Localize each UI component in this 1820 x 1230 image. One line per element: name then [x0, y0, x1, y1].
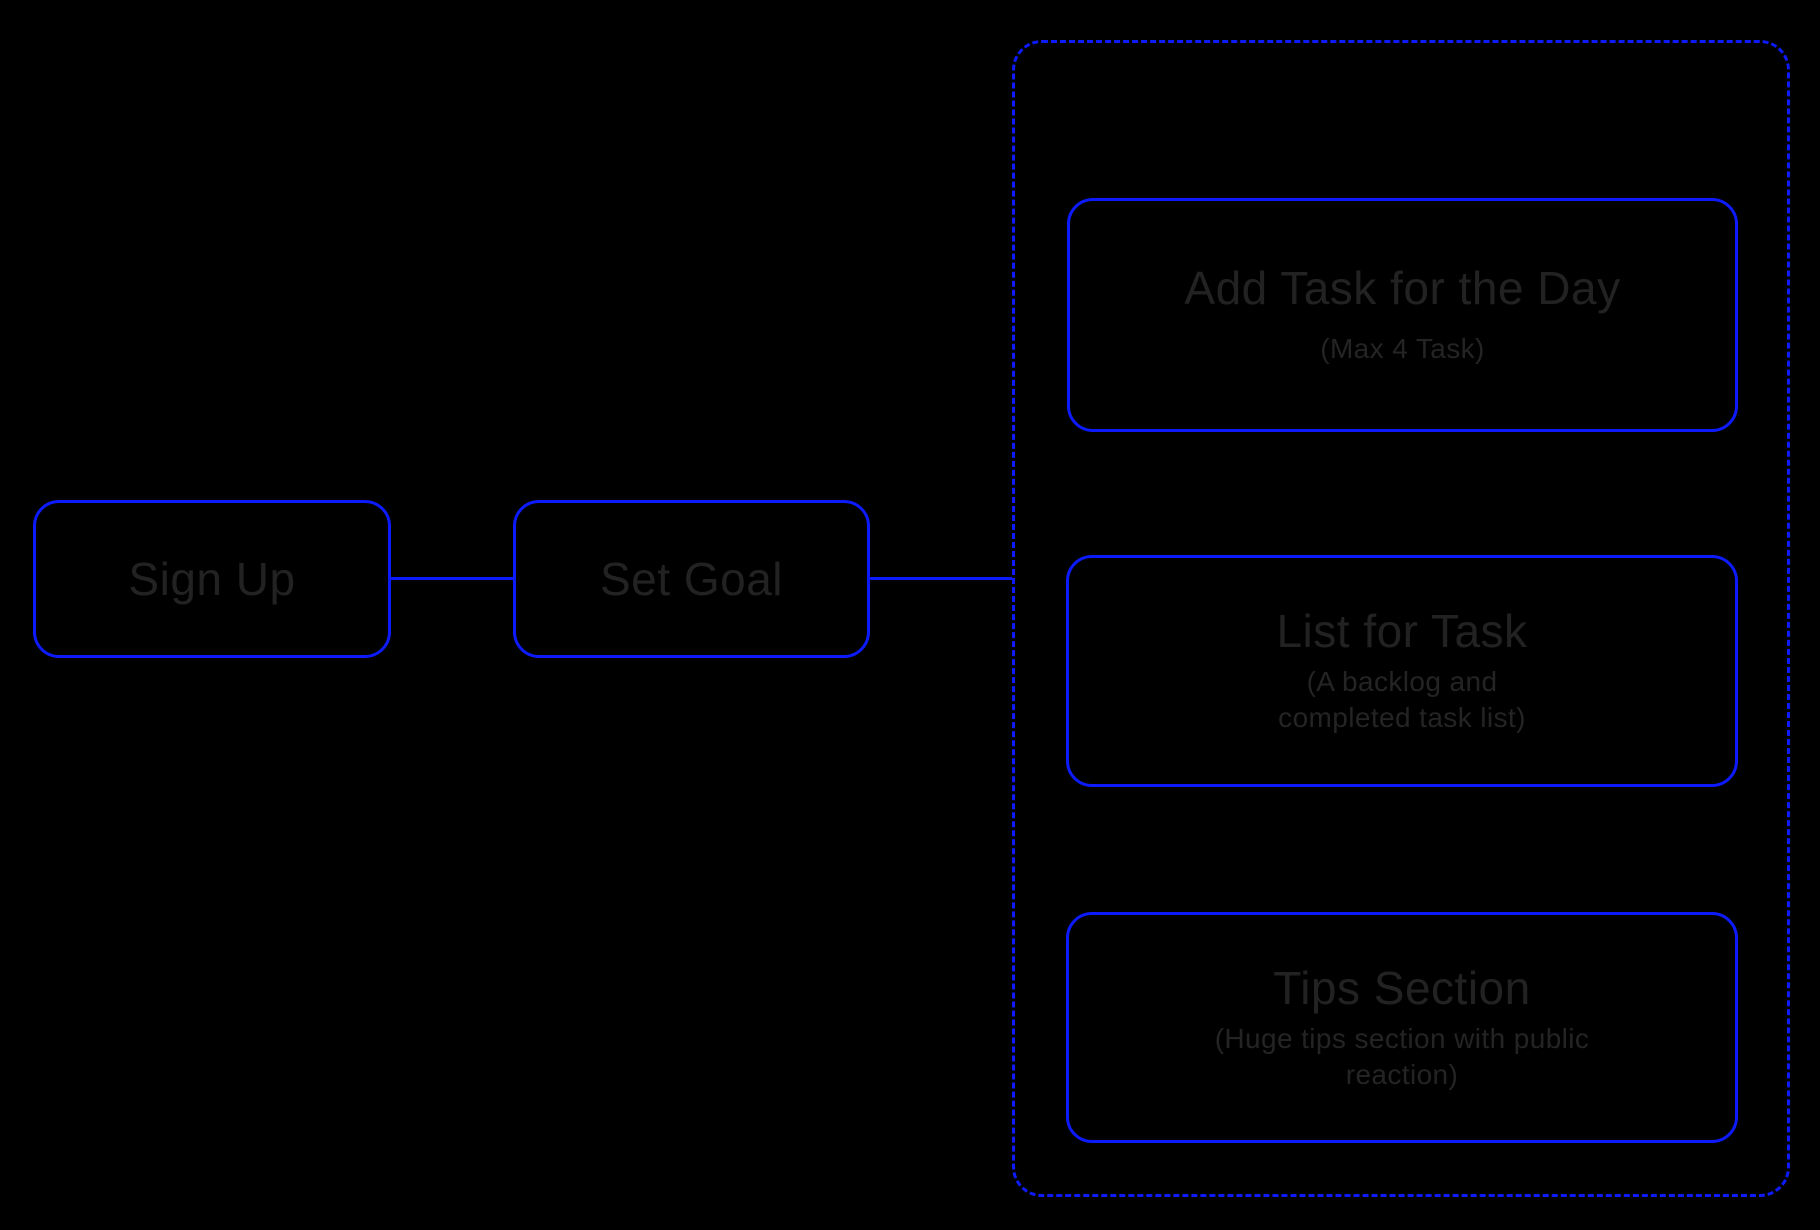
node-list-for-task-title: List for Task: [1276, 605, 1528, 658]
node-add-task-subtitle: (Max 4 Task): [1320, 333, 1485, 365]
connector-signup-to-setgoal: [391, 577, 513, 580]
node-list-for-task[interactable]: List for Task (A backlog and completed t…: [1066, 555, 1738, 787]
node-set-goal-label: Set Goal: [600, 552, 783, 605]
connector-setgoal-to-group: [870, 577, 1012, 580]
node-tips-section-subtitle: (Huge tips section with public reaction): [1214, 1022, 1590, 1090]
node-add-task[interactable]: Add Task for the Day (Max 4 Task): [1067, 198, 1738, 432]
node-tips-section[interactable]: Tips Section (Huge tips section with pub…: [1066, 912, 1738, 1143]
node-add-task-title: Add Task for the Day: [1184, 262, 1621, 315]
node-sign-up-label: Sign Up: [128, 552, 296, 605]
node-tips-section-title: Tips Section: [1273, 961, 1531, 1014]
node-set-goal[interactable]: Set Goal: [513, 500, 870, 658]
node-sign-up[interactable]: Sign Up: [33, 500, 391, 658]
feature-group-container: [1012, 40, 1790, 1197]
node-list-for-task-subtitle: (A backlog and completed task list): [1278, 666, 1526, 734]
